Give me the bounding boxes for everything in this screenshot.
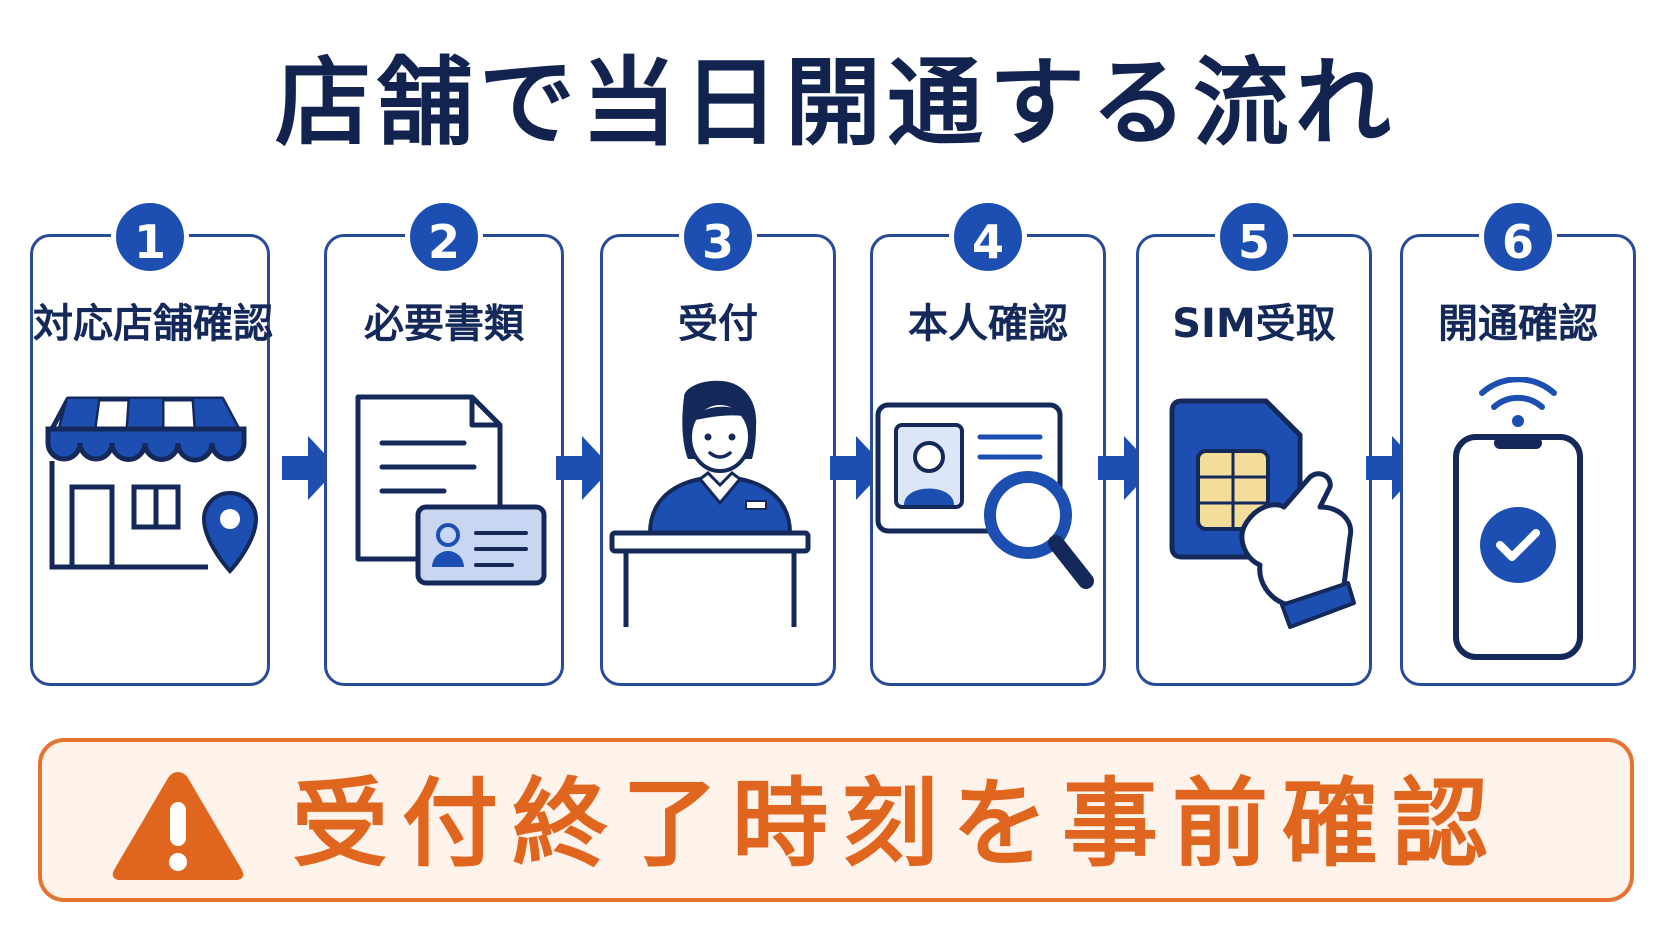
step-label: 対応店舗確認 <box>33 301 273 347</box>
step-number-badge: 2 <box>405 198 483 276</box>
arrow-right-icon <box>556 436 612 500</box>
step-label: SIM受取 <box>1172 301 1336 347</box>
smartphone-check-signal-icon <box>1453 377 1583 660</box>
step-card-5: 5 SIM受取 <box>1136 198 1372 686</box>
step-card-1: 1 対応店舗確認 <box>30 198 273 686</box>
step-label: 受付 <box>678 301 758 347</box>
step-label: 開通確認 <box>1438 301 1598 347</box>
documents-id-card-icon <box>355 394 547 586</box>
warning-icon <box>112 772 244 880</box>
step-label: 本人確認 <box>908 301 1068 347</box>
step-label: 必要書類 <box>364 301 524 347</box>
step-number-badge: 3 <box>679 198 757 276</box>
step-number-badge: 4 <box>949 198 1027 276</box>
step-number-badge: 6 <box>1479 198 1557 276</box>
storefront-location-icon <box>45 396 259 574</box>
step-card-6: 6 開通確認 <box>1400 198 1636 686</box>
arrow-right-icon <box>1366 436 1422 500</box>
id-card-magnifier-icon <box>875 402 1094 589</box>
sim-card-hand-icon <box>1169 398 1356 629</box>
notice-text: 受付終了時刻を事前確認 <box>292 768 1502 880</box>
step-card-3: 3 受付 <box>600 198 836 686</box>
notice-banner: 受付終了時刻を事前確認 <box>38 738 1634 902</box>
step-number-badge: 5 <box>1215 198 1293 276</box>
step-card-2: 2 必要書類 <box>324 198 564 686</box>
arrow-right-icon <box>1098 436 1154 500</box>
step-card-4: 4 本人確認 <box>870 198 1106 686</box>
reception-staff-icon <box>609 380 811 627</box>
page-title: 店舗で当日開通する流れ <box>275 47 1397 159</box>
arrow-right-icon <box>830 436 886 500</box>
step-number-badge: 1 <box>111 198 189 276</box>
arrow-right-icon <box>282 436 338 500</box>
